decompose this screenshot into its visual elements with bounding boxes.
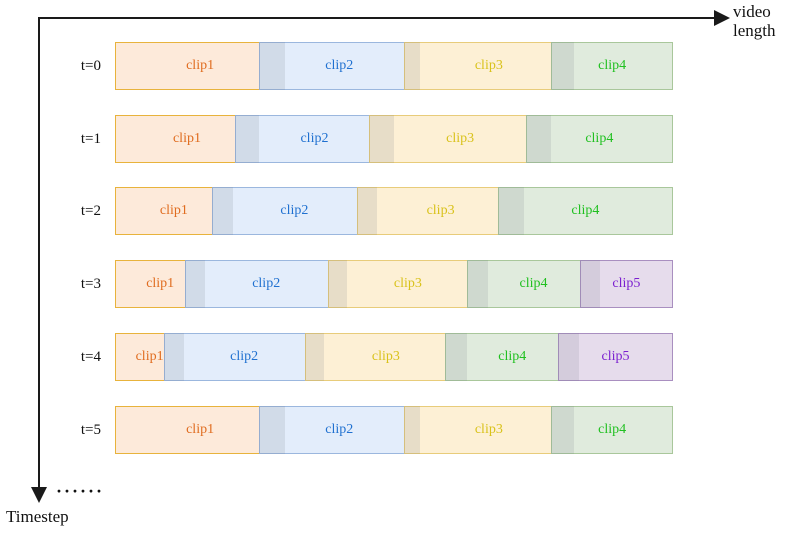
clip-segment-clip4[interactable]: clip4	[525, 115, 673, 163]
clip-segment-clip1[interactable]: clip1	[115, 406, 286, 454]
clip-segment-clip3[interactable]: clip3	[404, 42, 574, 90]
video-length-arrow-icon	[714, 10, 730, 26]
clip-segment-clip3[interactable]: clip3	[404, 406, 574, 454]
clip-segment-clip2[interactable]: clip2	[164, 333, 325, 381]
clip-segment-clip2[interactable]: clip2	[185, 260, 348, 308]
clip-segment-clip2[interactable]: clip2	[234, 115, 394, 163]
clip-segment-clip4[interactable]: clip4	[551, 42, 673, 90]
timestep-arrow-icon	[31, 487, 47, 503]
timestep-row-label: t=5	[80, 421, 101, 438]
clip-segment-clip4[interactable]: clip4	[466, 260, 601, 308]
continuation-dots: ······	[56, 481, 105, 501]
video-length-axis-line	[38, 17, 720, 19]
video-length-axis-label: video length	[733, 2, 776, 40]
timestep-row-label: t=4	[80, 348, 101, 365]
clip-segment-clip3[interactable]: clip3	[305, 333, 467, 381]
clip-segment-clip3[interactable]: clip3	[328, 260, 488, 308]
clip-segment-clip4[interactable]: clip4	[497, 187, 673, 235]
clip-segment-clip1[interactable]: clip1	[115, 115, 259, 163]
timestep-axis-line	[38, 17, 40, 489]
timestep-row-label: t=2	[80, 202, 101, 219]
clip-segment-clip3[interactable]: clip3	[357, 187, 524, 235]
clip-segment-clip5[interactable]: clip5	[579, 260, 673, 308]
timestep-row-label: t=1	[80, 130, 101, 147]
clip-segment-clip4[interactable]: clip4	[551, 406, 673, 454]
timestep-row-label: t=0	[80, 57, 101, 74]
clip-segment-clip3[interactable]: clip3	[369, 115, 551, 163]
clip-segment-clip5[interactable]: clip5	[558, 333, 673, 381]
clip-segment-clip2[interactable]: clip2	[212, 187, 377, 235]
clip-segment-clip4[interactable]: clip4	[445, 333, 580, 381]
clip-segment-clip2[interactable]: clip2	[258, 42, 420, 90]
clip-segment-clip2[interactable]: clip2	[258, 406, 420, 454]
timestep-axis-label: Timestep	[6, 507, 69, 526]
timestep-row-label: t=3	[80, 275, 101, 292]
